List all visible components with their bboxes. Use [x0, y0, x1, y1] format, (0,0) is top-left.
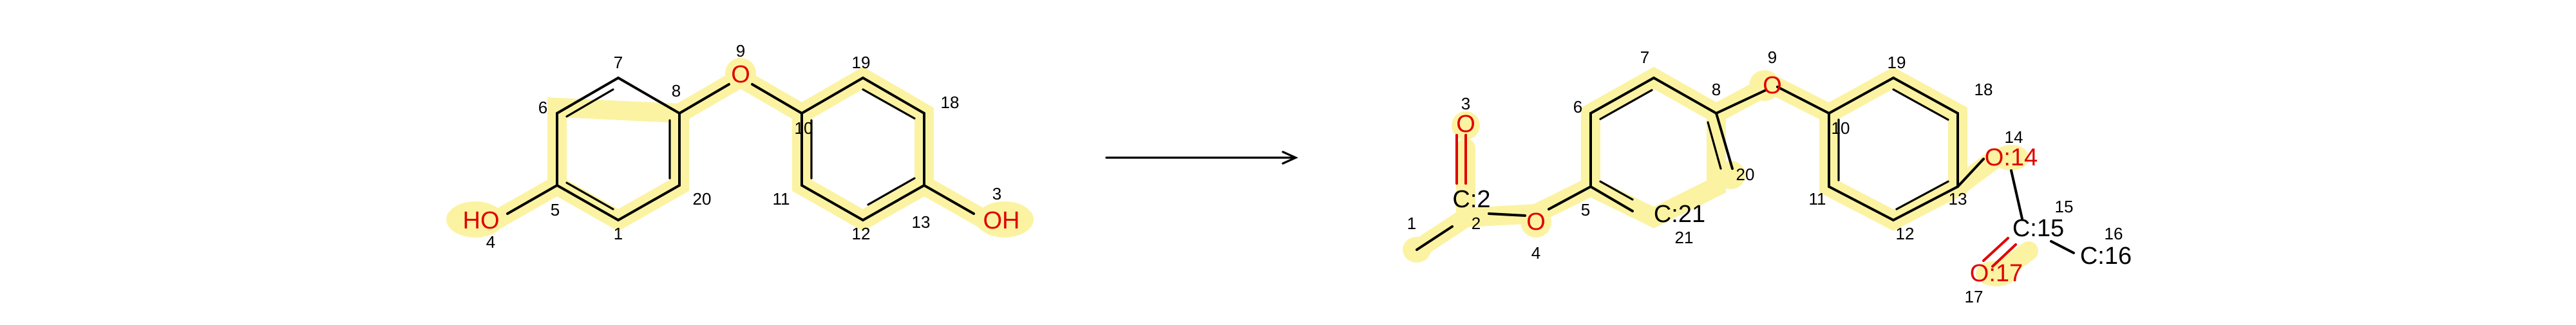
product-atom-number-3: 3 — [1461, 94, 1470, 113]
product-atom-number-19: 19 — [1888, 53, 1906, 72]
reactant-atom-number-20: 20 — [693, 189, 712, 209]
product-carbonyl-carbon-left: C:2 — [1452, 186, 1490, 213]
product-highlight — [1403, 66, 2038, 286]
product-carbonyl-oxygen-right: O:17 — [1970, 260, 2023, 287]
product-right-acetyl — [1956, 158, 2075, 268]
reactant-atom-number-13: 13 — [912, 212, 931, 232]
reaction-arrow-icon — [1105, 151, 1298, 165]
product-atom-number-12: 12 — [1896, 224, 1915, 243]
reactant-hydroxyl-left-label: HO — [463, 207, 500, 234]
reactant-atom-number-10: 10 — [795, 118, 813, 138]
reactant-atom-number-6: 6 — [538, 98, 547, 117]
reactant-atom-number-8: 8 — [672, 81, 681, 100]
product-atom-number-13: 13 — [1949, 189, 1967, 209]
product-atom-number-15: 15 — [2055, 197, 2074, 216]
product-atom-number-21: 21 — [1675, 228, 1694, 247]
product-carbonyl-carbon-right: C:15 — [2012, 215, 2064, 242]
product-atom-number-11: 11 — [1809, 189, 1826, 209]
product-right-ring — [1776, 77, 1959, 221]
product-ester-oxygen-right: O:14 — [1985, 144, 2038, 171]
product-left-acetyl — [1416, 134, 1526, 251]
reactant-left-ring — [556, 77, 681, 221]
product-atom-number-8: 8 — [1712, 80, 1721, 99]
reactant-ether-oxygen-label: O — [731, 61, 750, 88]
product-left-ring — [1548, 77, 1767, 212]
product-atom-number-2: 2 — [1472, 214, 1481, 233]
reactant-atom-number-12: 12 — [852, 224, 871, 243]
product-ring-carbon-21: C:21 — [1654, 201, 1705, 228]
product-methyl-carbon-right: C:16 — [2080, 243, 2132, 270]
reactant-atom-number-5: 5 — [551, 200, 560, 219]
reactant-hydroxyl-right-label: OH — [983, 207, 1020, 234]
product-carbonyl-oxygen-left: O — [1456, 111, 1475, 138]
product-atom-number-10: 10 — [1832, 118, 1850, 138]
product-atom-number-5: 5 — [1581, 200, 1590, 219]
product-atom-number-7: 7 — [1640, 48, 1649, 67]
reactant-atom-number-18: 18 — [941, 93, 960, 112]
product-atom-number-17: 17 — [1965, 287, 1984, 306]
reactant-right-ring — [800, 77, 925, 221]
product-atom-number-1: 1 — [1407, 214, 1416, 233]
reactant-atom-number-19: 19 — [852, 53, 871, 72]
product-ether-oxygen: O — [1763, 72, 1782, 99]
product-atom-number-4: 4 — [1531, 243, 1540, 263]
reactant-substituent-bonds — [506, 83, 975, 215]
reactant-atom-number-9: 9 — [736, 41, 745, 60]
reactant-atom-number-11: 11 — [773, 189, 790, 209]
reactant-atom-number-4: 4 — [486, 232, 495, 252]
product-atom-number-6: 6 — [1573, 97, 1582, 116]
reactant-atom-number-3: 3 — [992, 184, 1001, 203]
product-atom-number-16: 16 — [2105, 224, 2123, 243]
reactant-atom-number-7: 7 — [614, 53, 623, 72]
product-molecule: O C:2 O C:21 O O:14 C:15 C:16 O:17 3 2 1… — [1403, 48, 2132, 306]
product-ester-oxygen-left: O — [1526, 209, 1546, 236]
product-atom-number-14: 14 — [2005, 127, 2023, 147]
product-atom-number-9: 9 — [1768, 48, 1777, 67]
reactant-molecule: O HO OH 7 8 9 19 18 10 11 12 13 3 6 5 1 … — [446, 41, 1034, 252]
reactant-atom-number-1: 1 — [614, 224, 623, 243]
product-atom-number-18: 18 — [1975, 80, 1993, 99]
product-atom-number-20: 20 — [1736, 165, 1755, 184]
